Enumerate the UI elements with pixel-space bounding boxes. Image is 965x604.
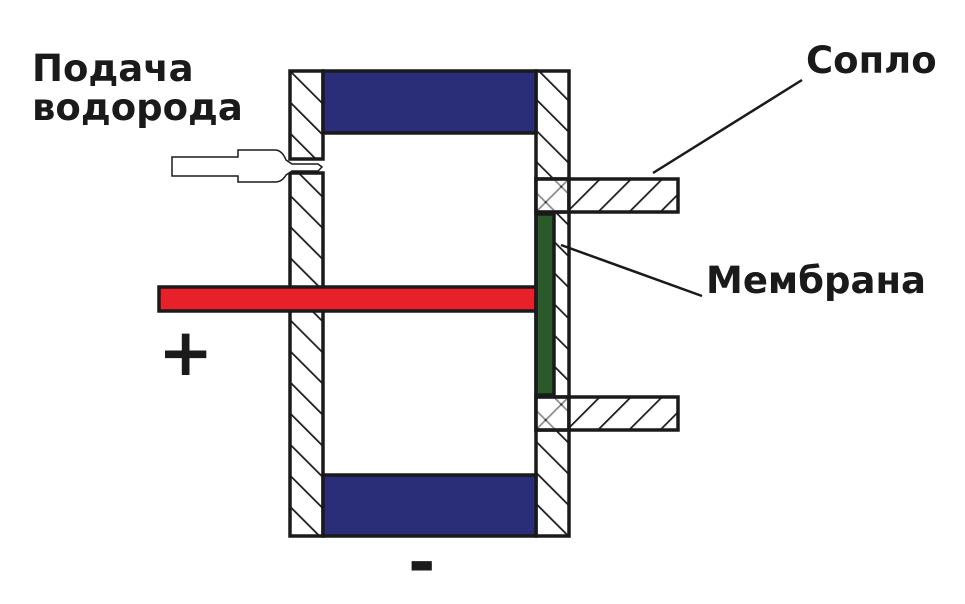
electrode-bottom — [321, 473, 538, 538]
hydrogen-feed-label: Подача водорода — [32, 47, 243, 129]
membrane — [534, 212, 556, 397]
positive-terminal-label: + — [158, 314, 214, 391]
hydrogen-inlet-arrow — [171, 149, 324, 183]
left-wall-bottom — [288, 171, 325, 538]
negative-terminal-label: - — [408, 524, 436, 601]
membrane-leader-line — [560, 243, 703, 298]
nozzle-plate-top — [567, 177, 680, 214]
nozzle-label: Сопло — [806, 39, 937, 82]
nozzle-leader-line — [652, 78, 803, 175]
membrane-label: Мембрана — [706, 259, 926, 302]
nozzle-plate-bottom — [567, 395, 680, 432]
electrode-top — [321, 69, 538, 135]
left-wall-top — [288, 69, 325, 161]
anode-rod — [157, 285, 538, 313]
